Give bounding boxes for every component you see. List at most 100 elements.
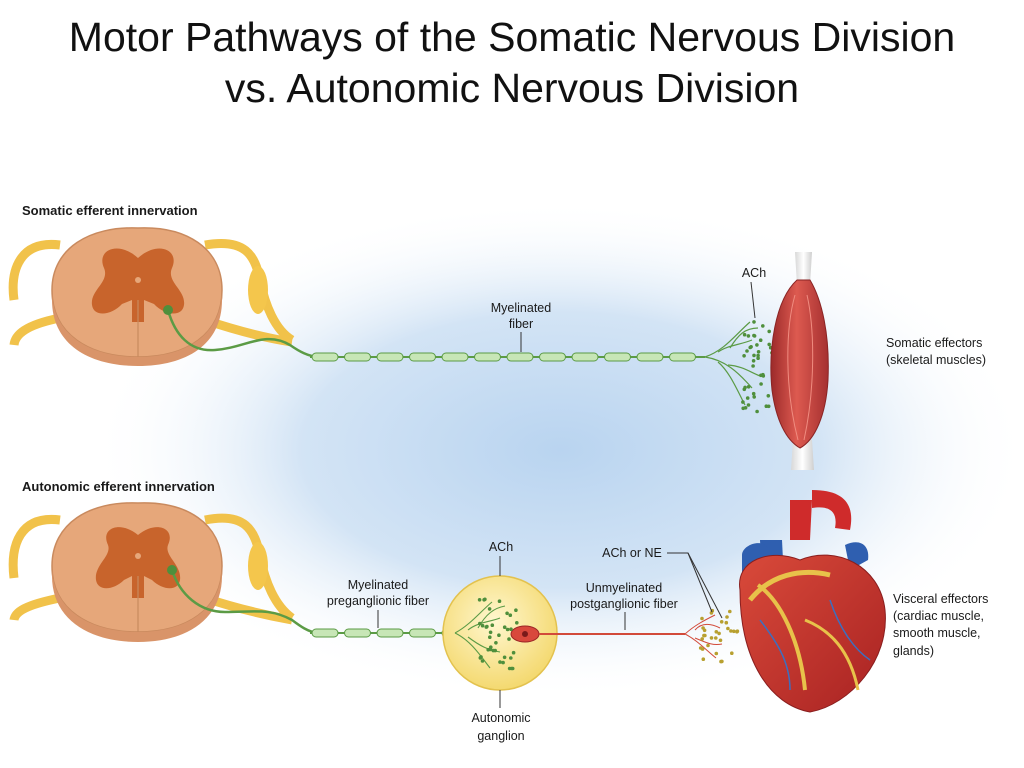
neurotransmitter-dot <box>746 403 751 407</box>
neurotransmitter-dot <box>729 629 733 633</box>
neurotransmitter-dot <box>714 636 718 640</box>
neurotransmitter-dot <box>489 645 493 649</box>
neurotransmitter-dot <box>752 395 756 399</box>
neurotransmitter-dot <box>700 637 704 641</box>
myelin-sheath <box>409 628 436 638</box>
neurotransmitter-dot <box>761 372 765 377</box>
visceral-neurotransmitter-dots <box>698 608 740 664</box>
neurotransmitter-dot <box>497 599 502 603</box>
neurotransmitter-dot <box>767 329 771 334</box>
neurotransmitter-dot <box>509 627 513 631</box>
neurotransmitter-dot <box>488 630 493 635</box>
neurotransmitter-dot <box>701 626 705 630</box>
neurotransmitter-dot <box>752 353 756 358</box>
myelin-sheath <box>636 352 664 362</box>
somatic-motor-axon <box>166 309 319 359</box>
autonomic-spinal-cord <box>8 502 295 642</box>
somatic-effector-label-2: (skeletal muscles) <box>886 353 986 367</box>
neurotransmitter-dot <box>509 656 513 660</box>
neurotransmitter-dot <box>502 625 507 629</box>
neurotransmitter-dot <box>514 608 518 612</box>
neurotransmitter-dot <box>515 621 519 625</box>
neurotransmitter-dot <box>752 320 756 324</box>
ganglion-neurotransmitter-dots <box>477 597 519 671</box>
neurotransmitter-dot <box>490 623 495 627</box>
neurotransmitter-dot <box>497 633 501 637</box>
autonomic-heading: Autonomic efferent innervation <box>22 479 215 494</box>
neurotransmitter-dot <box>507 637 511 641</box>
somatic-cell-body <box>163 305 173 315</box>
neurotransmitter-dot <box>766 394 771 398</box>
neurotransmitter-dot <box>755 409 759 414</box>
myelin-sheath <box>376 352 404 362</box>
preganglionic-label-1: Myelinated <box>348 578 408 592</box>
neurotransmitter-dot <box>480 623 485 628</box>
somatic-fiber-label-1: Myelinated <box>491 301 551 315</box>
postganglionic-label-1: Unmyelinated <box>586 581 662 595</box>
neurotransmitter-dot <box>700 616 704 621</box>
neurotransmitter-dot <box>501 660 505 665</box>
neurotransmitter-dot <box>746 385 751 389</box>
neurotransmitter-dot <box>759 382 763 386</box>
neurotransmitter-dot <box>746 334 751 338</box>
somatic-myelin-sheaths <box>311 352 696 362</box>
neurotransmitter-dot <box>485 624 489 629</box>
myelin-sheath <box>409 352 436 362</box>
neurotransmitter-dot <box>752 334 757 338</box>
myelin-sheath <box>474 352 501 362</box>
neurotransmitter-dot <box>505 611 509 616</box>
somatic-fiber-label-2: fiber <box>509 317 533 331</box>
neurotransmitter-dot <box>478 656 483 660</box>
preganglionic-label-2: preganglionic fiber <box>327 594 429 608</box>
neurotransmitter-dot <box>755 343 759 347</box>
somatic-heading: Somatic efferent innervation <box>22 203 198 218</box>
autonomic-preganglionic-cell-body <box>167 565 177 575</box>
neurotransmitter-dot <box>726 626 730 631</box>
neurotransmitter-dot <box>480 659 485 663</box>
effector-neurotransmitter-label: ACh or NE <box>602 546 662 560</box>
neurotransmitter-dot <box>741 400 745 404</box>
myelin-sheath <box>539 352 566 362</box>
neurotransmitter-dot <box>511 650 516 655</box>
neurotransmitter-dot <box>709 636 714 640</box>
neurotransmitter-dot <box>742 332 747 337</box>
neurotransmitter-dot <box>756 353 760 358</box>
neurotransmitter-dot <box>751 391 756 396</box>
visceral-effector-label-2: (cardiac muscle, <box>893 609 984 623</box>
myelin-sheath <box>604 352 631 362</box>
neurotransmitter-dot <box>714 630 719 634</box>
title-line-1: Motor Pathways of the Somatic Nervous Di… <box>68 14 956 60</box>
postganglionic-label-2: postganglionic fiber <box>570 597 678 611</box>
somatic-neurotransmitter-label: ACh <box>742 266 766 280</box>
neurotransmitter-dot <box>751 364 755 368</box>
neurotransmitter-dot <box>505 627 510 632</box>
neurotransmitter-dot <box>706 643 710 648</box>
myelin-sheath <box>669 352 696 362</box>
neurotransmitter-dot <box>742 354 746 358</box>
neurotransmitter-dot <box>748 345 752 350</box>
neurotransmitter-dot <box>709 611 714 615</box>
somatic-effector-label-1: Somatic effectors <box>886 336 982 350</box>
myelin-sheath <box>376 628 404 638</box>
skeletal-muscle <box>770 252 829 470</box>
neurotransmitter-dot <box>730 651 734 655</box>
neurotransmitter-dot <box>751 359 756 363</box>
neurotransmitter-dot <box>756 350 761 354</box>
neurotransmitter-dot <box>718 638 723 643</box>
neurotransmitter-dot <box>488 635 492 639</box>
heart <box>739 490 886 713</box>
neurotransmitter-dot <box>487 607 492 611</box>
neurotransmitter-dot <box>720 659 724 664</box>
neurotransmitter-dot <box>714 651 719 656</box>
neurotransmitter-dot <box>502 655 507 660</box>
somatic-spinal-cord <box>8 227 295 366</box>
visceral-effector-label-4: glands) <box>893 644 934 658</box>
neurotransmitter-dot <box>483 597 487 602</box>
slide-title: Motor Pathways of the Somatic Nervous Di… <box>0 12 1024 114</box>
neurotransmitter-dot <box>725 615 729 619</box>
neurotransmitter-dot <box>732 629 736 634</box>
neurotransmitter-dot <box>758 338 763 343</box>
neurotransmitter-dot <box>478 621 482 626</box>
